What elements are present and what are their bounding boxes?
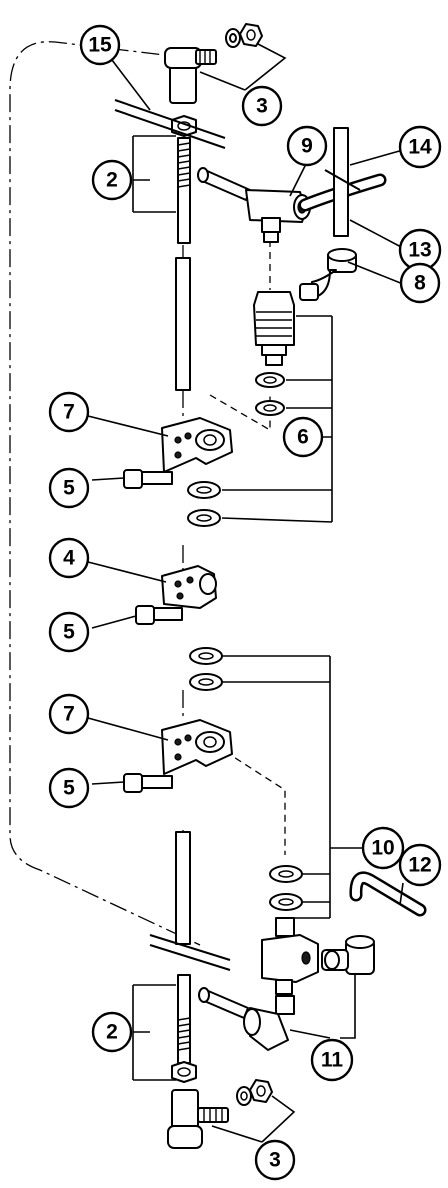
bolt-5-a — [123, 469, 173, 489]
guide-lines — [9, 41, 286, 946]
callout-7-top-label: 7 — [63, 401, 75, 424]
callout-15: 15 — [79, 24, 121, 66]
callout-6: 6 — [282, 416, 324, 458]
tee-fitting-lower — [261, 917, 319, 995]
callout-12-label: 12 — [408, 854, 431, 877]
callout-2-top-label: 2 — [106, 169, 118, 192]
bracket-7-top — [161, 417, 233, 527]
callout-3-top: 3 — [241, 85, 283, 127]
bottom-clevis-fitting — [167, 1079, 273, 1149]
bracket-4 — [161, 565, 217, 609]
callout-2-top: 2 — [91, 159, 133, 201]
callout-2-bottom: 2 — [91, 1011, 133, 1053]
callout-4: 4 — [48, 537, 90, 579]
top-clevis-fitting — [164, 23, 263, 104]
pipe-13-14 — [298, 127, 387, 237]
top-rod — [114, 99, 226, 391]
guide-bracket-7-bottom — [214, 744, 286, 855]
leader-lines — [87, 43, 404, 1143]
bracket-7-bottom — [161, 719, 233, 775]
callout-4-label: 4 — [63, 547, 75, 570]
callout-14: 14 — [398, 125, 442, 169]
callout-12: 12 — [398, 843, 442, 887]
callout-6-label: 6 — [297, 426, 309, 449]
callout-3-top-label: 3 — [256, 95, 268, 118]
callout-8: 8 — [399, 262, 441, 304]
elbow-fittings-11 — [243, 935, 375, 1051]
bolt-5-c — [123, 773, 173, 793]
callout-11-label: 11 — [321, 1049, 344, 1072]
callout-5-a: 5 — [48, 467, 90, 509]
callout-7-bottom: 7 — [48, 693, 90, 735]
callout-2-bottom-label: 2 — [106, 1021, 118, 1044]
lower-rod — [149, 831, 231, 1083]
callout-5-c: 5 — [48, 767, 90, 809]
hose-lower — [198, 987, 249, 1019]
callout-3-bottom-label: 3 — [269, 1149, 281, 1172]
tee-fitting-9 — [245, 189, 311, 243]
bolt-5-b — [135, 605, 183, 625]
callout-7-top: 7 — [48, 391, 90, 433]
washers-10-top — [189, 647, 223, 691]
pipe-12 — [349, 871, 427, 917]
callout-11: 11 — [310, 1038, 354, 1082]
hose-upper — [197, 167, 251, 201]
callout-10-label: 10 — [371, 837, 394, 860]
callout-10: 10 — [361, 826, 405, 870]
callout-14-label: 14 — [408, 136, 432, 159]
callout-5-b-label: 5 — [63, 621, 75, 644]
callout-9-label: 9 — [301, 135, 313, 158]
callout-5-a-label: 5 — [63, 477, 75, 500]
callout-7-bottom-label: 7 — [63, 703, 75, 726]
callout-13: 13 — [398, 228, 442, 272]
callout-3-bottom: 3 — [254, 1139, 296, 1181]
callout-5-c-label: 5 — [63, 777, 75, 800]
callout-13-label: 13 — [408, 239, 431, 262]
callout-9: 9 — [286, 125, 328, 167]
callout-5-b: 5 — [48, 611, 90, 653]
union-fitting — [253, 291, 295, 416]
washers-10-bottom — [269, 865, 303, 911]
elbow-fitting-8 — [299, 248, 357, 301]
callout-8-label: 8 — [414, 272, 426, 295]
callout-15-label: 15 — [88, 34, 112, 57]
